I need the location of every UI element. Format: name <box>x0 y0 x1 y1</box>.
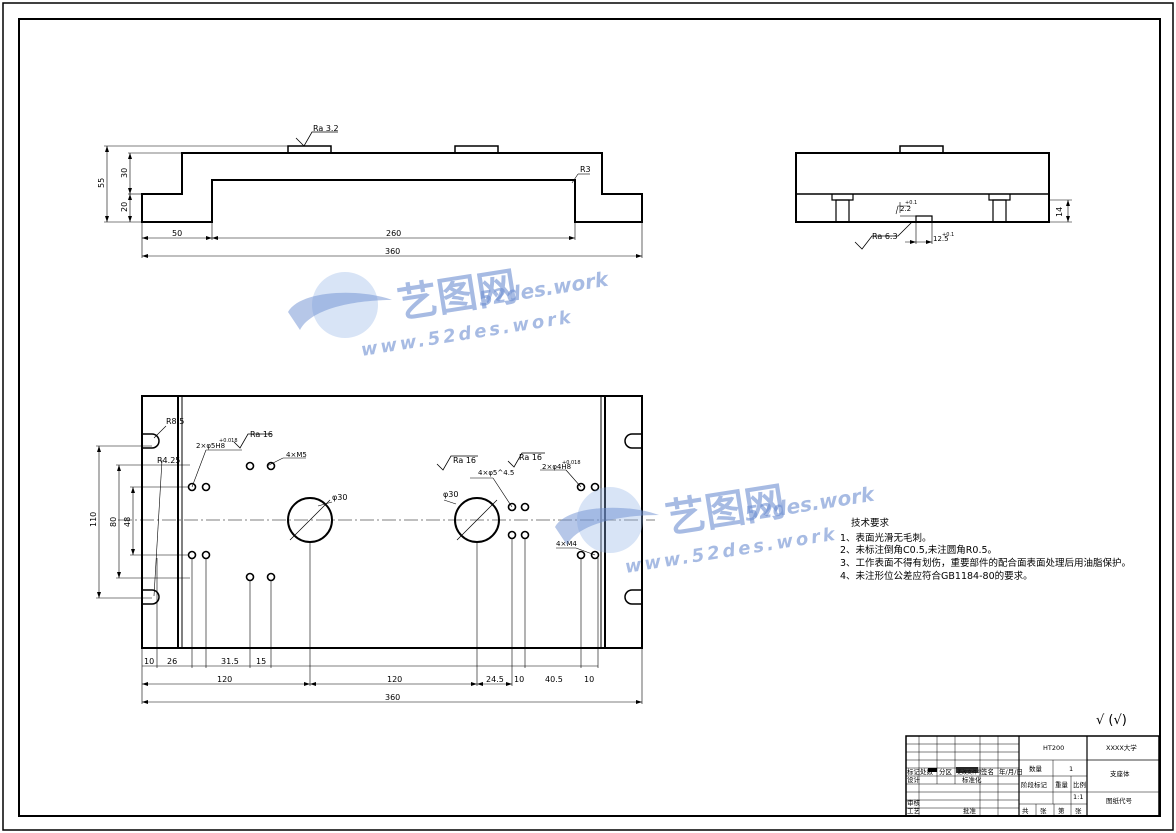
dim-top-80: 80 <box>109 517 118 527</box>
top-roughness-right: Ra 16 <box>453 456 476 465</box>
tb-stage-label: 阶段标记 <box>1021 780 1048 789</box>
dim-top-31-5: 31.5 <box>221 657 239 666</box>
tb-sheets-total: 共 <box>1022 806 1029 815</box>
callout-dowel-right: 2×φ4H8 <box>542 463 571 471</box>
dim-top-40-5: 40.5 <box>545 675 563 684</box>
callout-dowel-left-tol: +0.018 <box>219 438 238 444</box>
top-roughness-right2: Ra 16 <box>519 453 542 462</box>
dim-top-24-5: 24.5 <box>486 675 504 684</box>
tb-process: 工艺 <box>907 807 921 815</box>
tb-row-label: 更改文件号 <box>957 769 982 776</box>
callout-dowel-left: 2×φ5H8 <box>196 442 225 450</box>
tech-req-item: 1、表面光滑无毛刺。 <box>840 532 932 544</box>
tech-req-item: 4、未注形位公差应符合GB1184-80的要求。 <box>840 570 1033 582</box>
tb-row-label: 签名 <box>981 767 994 776</box>
callout-r85: R8.5 <box>166 417 184 426</box>
tb-scale-label: 比例 <box>1073 780 1086 789</box>
tb-material: HT200 <box>1043 744 1064 752</box>
dim-side-12-5: 12.5 <box>933 235 949 243</box>
front-view <box>104 131 643 258</box>
dim-front-55: 55 <box>97 178 106 188</box>
dim-top-48: 48 <box>123 517 132 527</box>
callout-bore-right: φ30 <box>443 490 458 499</box>
dim-front-30: 30 <box>120 168 129 178</box>
tech-req-item: 2、未标注倒角C0.5,未注圆角R0.5。 <box>840 544 997 556</box>
tech-req-item: 3、工作表面不得有划伤，重要部件的配合面表面处理后用油脂保护。 <box>840 557 1131 569</box>
top-roughness-left: Ra 16 <box>250 430 273 439</box>
dim-front-r3: R3 <box>580 165 591 174</box>
dim-top-15: 15 <box>256 657 266 666</box>
dim-top-10a: 10 <box>144 657 154 666</box>
side-view <box>795 145 1072 250</box>
callout-bore-left: φ30 <box>332 493 347 502</box>
tb-part-name: 支座体 <box>1110 769 1130 778</box>
dim-top-10c: 10 <box>584 675 594 684</box>
tb-row-label: 标记 <box>907 767 921 776</box>
watermark-1: 艺图网 52des.work www.52des.work <box>288 264 611 361</box>
dim-top-120b: 120 <box>387 675 402 684</box>
dim-front-50: 50 <box>172 229 182 238</box>
top-view <box>96 395 655 704</box>
front-roughness: Ra 3.2 <box>313 124 339 133</box>
tb-design: 设计 <box>907 775 921 784</box>
tb-row-label: 年/月/日 <box>999 767 1023 776</box>
title-block <box>905 735 1160 817</box>
tb-qty: 1 <box>1069 765 1073 773</box>
tb-approve: 批准 <box>963 806 977 815</box>
tb-qty-label: 数量 <box>1029 764 1043 773</box>
callout-thread-left: 4×M5 <box>286 451 307 459</box>
tb-drawing-no: 图纸代号 <box>1106 796 1133 805</box>
dim-side-12-5-dev: +0.1 <box>942 232 954 238</box>
tech-req-title: 技术要求 <box>851 517 890 529</box>
tb-scale: 1:1 <box>1073 793 1083 801</box>
tb-review: 审核 <box>907 798 921 807</box>
dim-front-20: 20 <box>120 202 129 212</box>
dim-top-26: 26 <box>167 657 177 666</box>
watermark-2: 艺图网 52des.work www.52des.work <box>555 479 877 578</box>
dim-top-120a: 120 <box>217 675 232 684</box>
general-roughness: √ (√) <box>1096 713 1127 728</box>
tb-standard: 标准化 <box>962 775 982 784</box>
dim-side-2-2-dev: +0.1 <box>905 200 917 206</box>
side-roughness: Ra 6.3 <box>872 232 898 241</box>
dim-side-14: 14 <box>1055 207 1064 217</box>
tb-sheet-suffix: 张 <box>1075 806 1082 815</box>
callout-r425: R4.25 <box>157 456 180 465</box>
dim-side-2-2: 2.2 <box>900 205 911 213</box>
dim-top-360: 360 <box>385 693 400 702</box>
dim-top-110: 110 <box>89 512 98 527</box>
callout-dowel-right-tol: +0.018 <box>562 460 581 466</box>
dim-front-260: 260 <box>386 229 401 238</box>
tb-sheets-label: 张 <box>1040 806 1047 815</box>
tb-sheet-label: 第 <box>1058 806 1065 815</box>
tb-weight-label: 重量 <box>1055 781 1069 789</box>
tb-row-label: 处数 <box>920 767 934 776</box>
dim-front-360: 360 <box>385 247 400 256</box>
dim-top-10b: 10 <box>514 675 524 684</box>
callout-holes-right: 4×φ5^4.5 <box>478 469 514 477</box>
tb-school: XXXX大学 <box>1106 743 1137 752</box>
tb-row-label: 分区 <box>939 767 953 776</box>
inner-frame <box>18 18 1161 817</box>
